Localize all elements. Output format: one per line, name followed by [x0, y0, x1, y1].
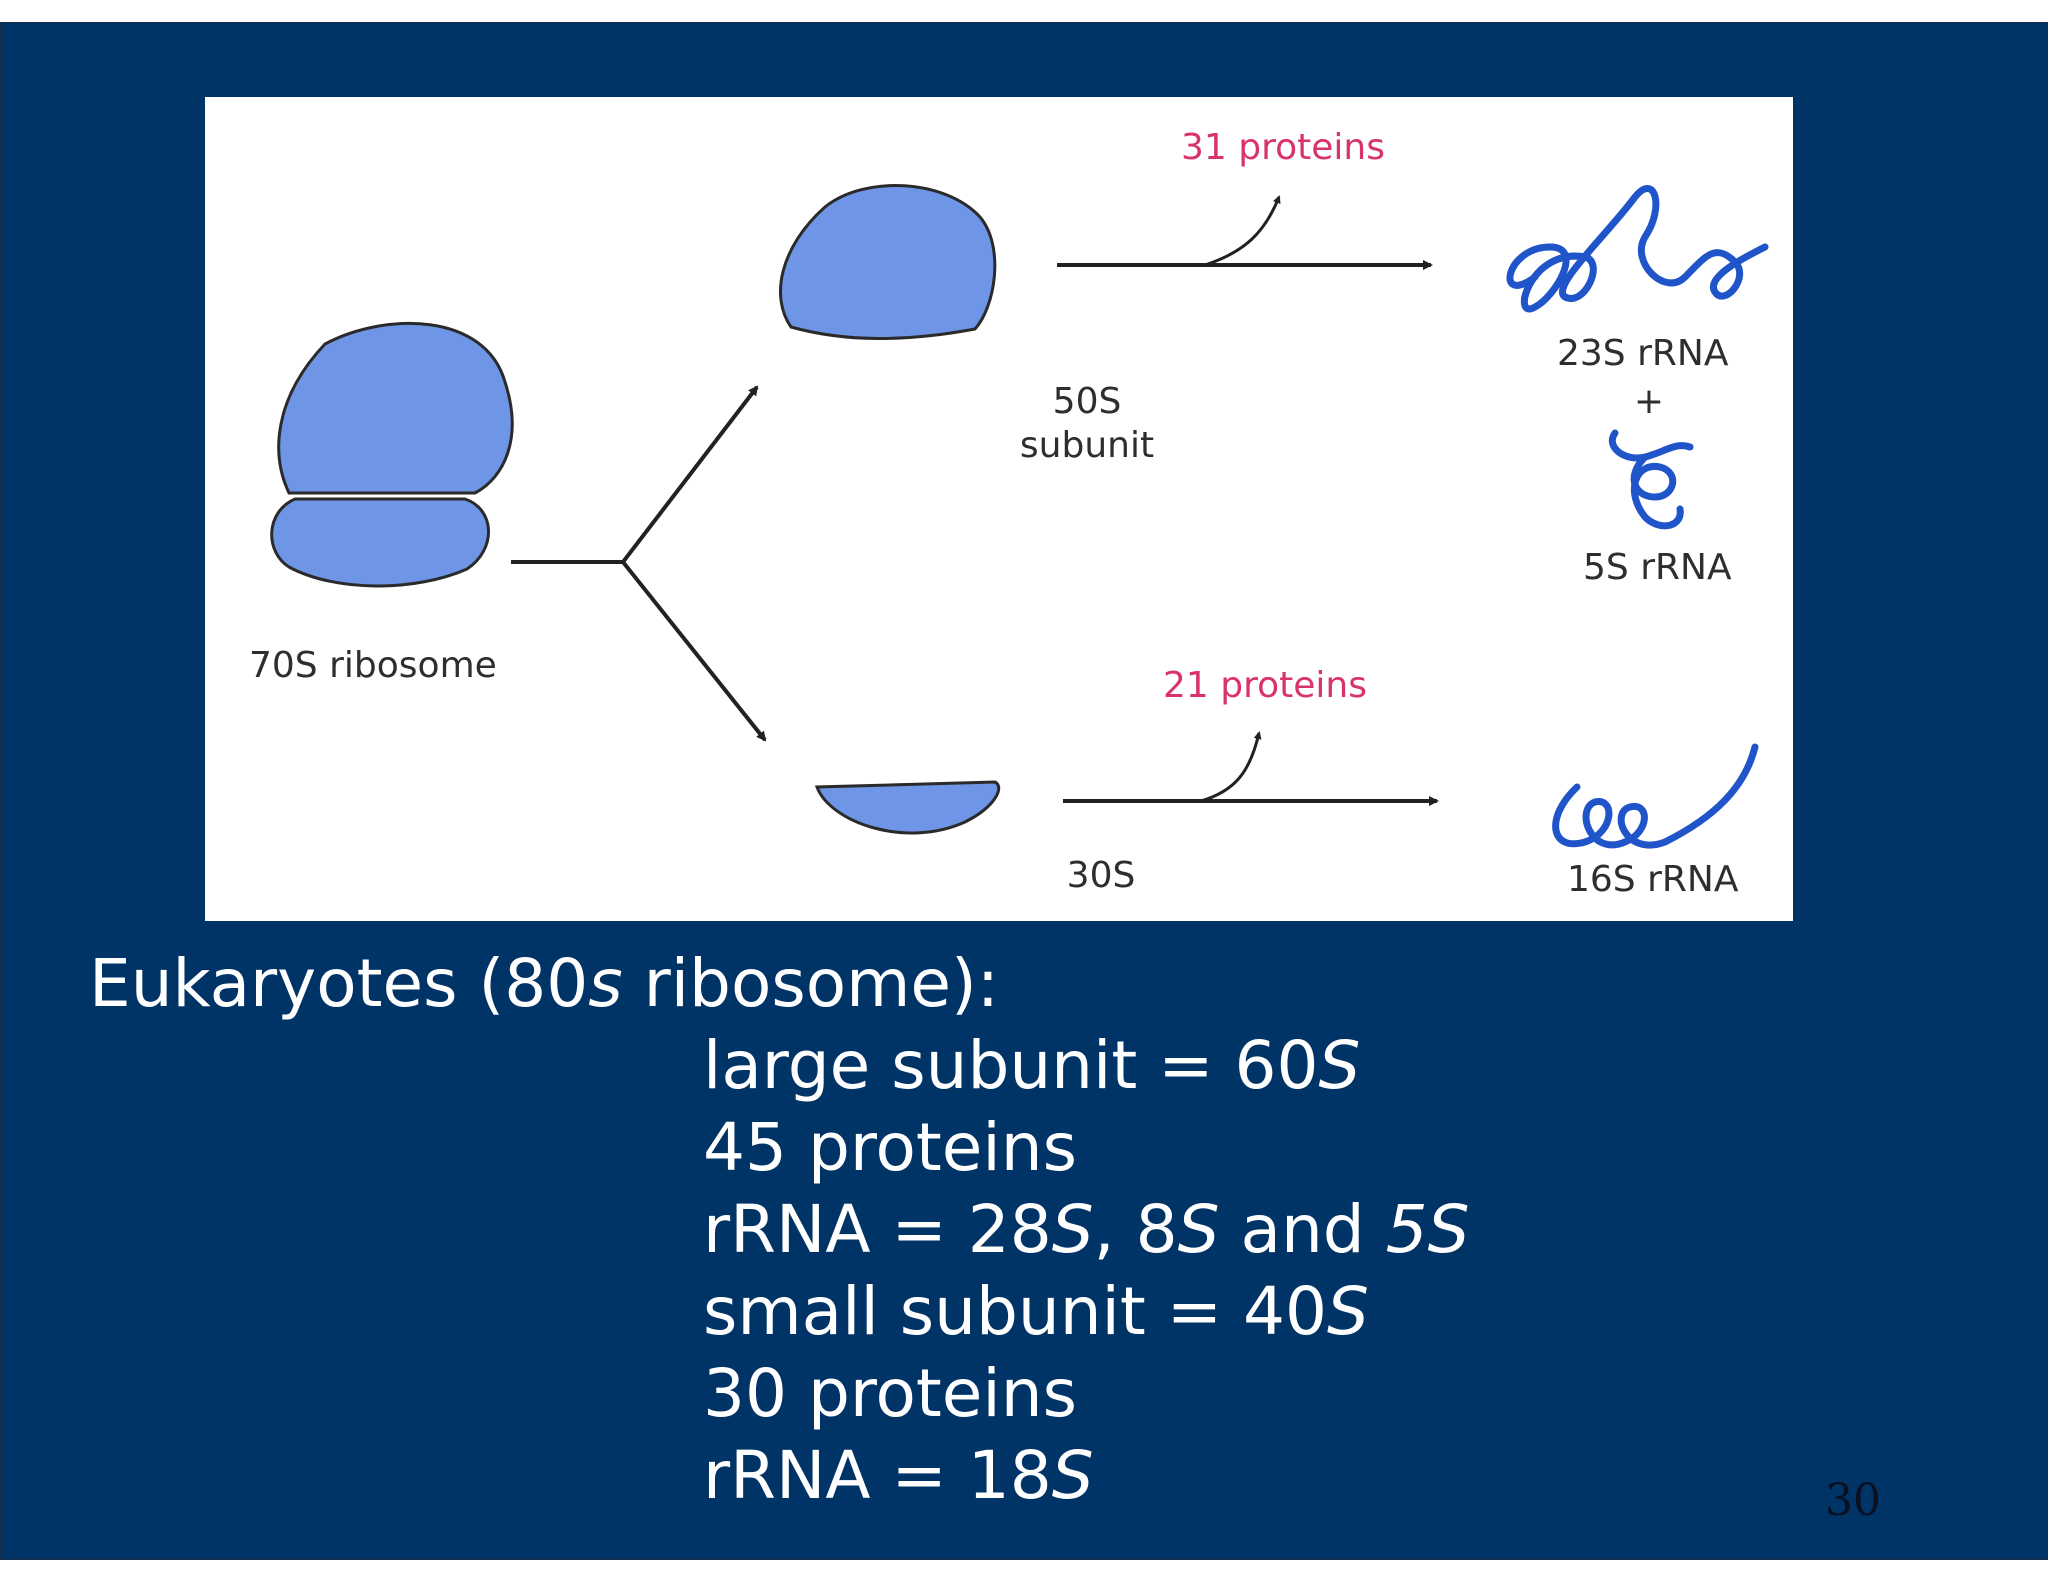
ribosome-70s-shape [270, 322, 514, 588]
small-subunit-line: small subunit = 40S [703, 1273, 1369, 1350]
large-subunit-label-line1: 50S [1052, 381, 1122, 422]
eukaryotes-heading: Eukaryotes (80s ribosome): [89, 945, 999, 1022]
rrna-23s-squiggle [1506, 185, 1769, 313]
small-proteins-line: 30 proteins [703, 1355, 1077, 1432]
upper-dissociation-arrow [1057, 195, 1433, 270]
ribosome-small-part [270, 497, 490, 588]
ribosome-large-part [277, 322, 514, 495]
rrna-5s-squiggle [1609, 429, 1694, 530]
slide: 50S subunit 70S ribosome 30S 31 proteins… [0, 22, 2048, 1560]
rrna-5s-label: 5S rRNA [1583, 547, 1732, 588]
large-subunit-label-line2: subunit [1019, 425, 1155, 466]
subunit-50s-shape [779, 184, 997, 340]
rrna-16s-label: 16S rRNA [1567, 859, 1739, 900]
plus-sign: + [1633, 381, 1665, 422]
ribosome-diagram-graphics [270, 184, 1769, 849]
rrna-16s-squiggle [1552, 743, 1759, 849]
large-rrna-line: rRNA = 28S, 8S and 5S [703, 1191, 1470, 1268]
subunit-30s-shape [814, 780, 1001, 835]
rrna-23s-label: 23S rRNA [1557, 333, 1729, 374]
ribosome-70s-label: 70S ribosome [249, 645, 497, 686]
small-subunit-proteins-label: 21 proteins [1163, 665, 1367, 706]
page-number: 30 [1825, 1475, 1881, 1526]
large-subunit-line: large subunit = 60S [703, 1027, 1361, 1104]
split-arrows [511, 385, 767, 742]
small-rrna-line: rRNA = 18S [703, 1437, 1094, 1514]
small-subunit-label: 30S [1066, 855, 1136, 896]
ribosome-diagram: 50S subunit 70S ribosome 30S 31 proteins… [205, 97, 1793, 921]
large-subunit-proteins-label: 31 proteins [1181, 127, 1385, 168]
lower-dissociation-arrow [1063, 731, 1439, 806]
large-proteins-line: 45 proteins [703, 1109, 1077, 1186]
